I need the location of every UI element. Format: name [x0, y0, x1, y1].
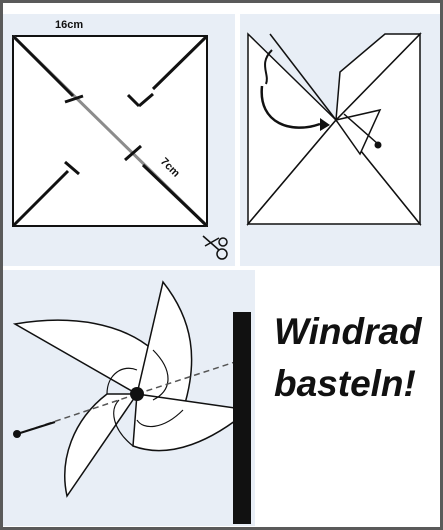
pin-head	[375, 142, 382, 149]
wooden-stick	[233, 312, 251, 524]
page-title: Windrad basteln!	[274, 306, 434, 410]
pinwheel-blades	[15, 282, 249, 496]
size-label: 16cm	[55, 19, 83, 31]
square-panel: 16cm 7cm	[3, 14, 235, 266]
pinwheel-center	[130, 387, 144, 401]
folding-panel	[240, 14, 440, 266]
pinwheel-panel	[3, 270, 255, 526]
title-line-2: basteln!	[274, 358, 434, 410]
square-diagram: 16cm 7cm	[3, 14, 235, 266]
pinwheel-diagram	[3, 270, 255, 526]
pin-icon	[13, 430, 21, 438]
scissors-icon	[203, 236, 227, 259]
pin-shaft	[17, 422, 55, 434]
title-line-1: Windrad	[274, 306, 434, 358]
folding-diagram	[240, 14, 440, 266]
